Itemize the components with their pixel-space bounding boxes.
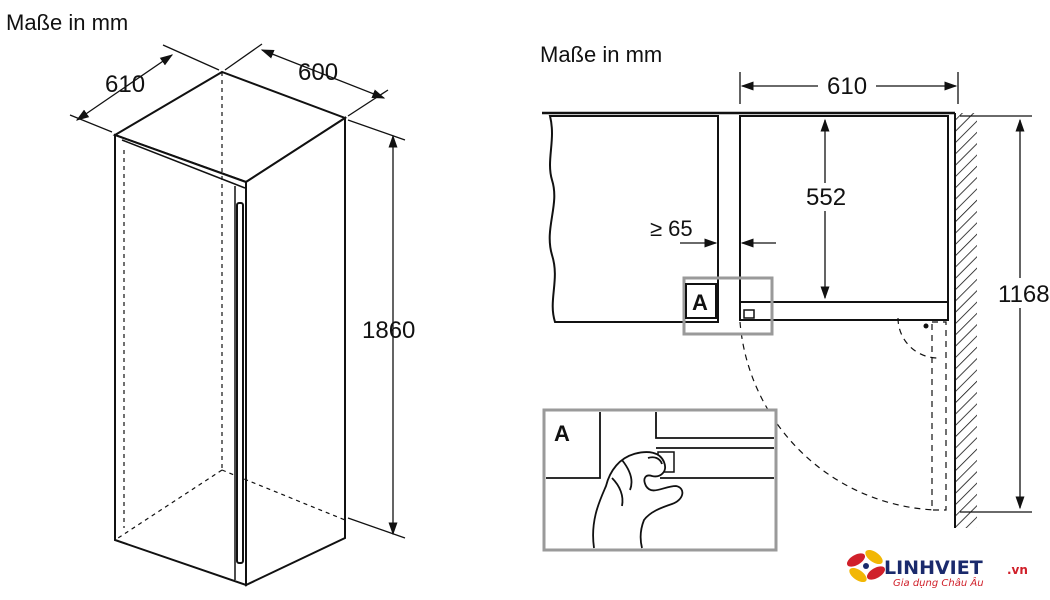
hand-illustration bbox=[592, 451, 684, 549]
logo-suffix: .vn bbox=[1007, 563, 1028, 577]
logo-text: LINHVIET bbox=[884, 557, 983, 579]
door-top-view bbox=[739, 301, 949, 321]
right-unit-label: Maße in mm bbox=[540, 42, 662, 67]
door-swing bbox=[739, 317, 947, 511]
brand-logo: LINHVIET .vn Gia dụng Châu Âu bbox=[846, 549, 1028, 589]
adjacent-cabinet bbox=[548, 115, 719, 323]
door-handle bbox=[236, 202, 244, 564]
door-notch bbox=[743, 309, 755, 319]
hinge-point bbox=[923, 323, 929, 329]
width-dimension bbox=[224, 43, 389, 117]
detail-a-panel: A bbox=[542, 408, 778, 552]
callout-marker-box bbox=[685, 283, 717, 319]
depth-label-right: 610 bbox=[827, 73, 867, 100]
inner-label: 552 bbox=[806, 184, 846, 211]
depth-dimension-left bbox=[69, 44, 220, 133]
depth-label-left: 610 bbox=[105, 71, 145, 98]
detail-callout-marker: A bbox=[554, 421, 570, 446]
height-dimension-right bbox=[960, 115, 1032, 513]
left-unit-label: Maße in mm bbox=[6, 10, 128, 35]
logo-tagline: Gia dụng Châu Âu bbox=[893, 576, 984, 589]
appliance-3d-view bbox=[112, 70, 348, 587]
flower-icon bbox=[846, 549, 886, 583]
callout-marker: A bbox=[692, 290, 708, 315]
height-label-right: 1168 bbox=[998, 281, 1050, 308]
clearance-label: ≥ 65 bbox=[650, 216, 693, 241]
width-label: 600 bbox=[298, 59, 338, 86]
height-dimension-left bbox=[347, 119, 406, 539]
height-label-left: 1860 bbox=[362, 317, 415, 344]
callout-box-a bbox=[682, 276, 774, 336]
wall-hatch bbox=[955, 113, 977, 528]
